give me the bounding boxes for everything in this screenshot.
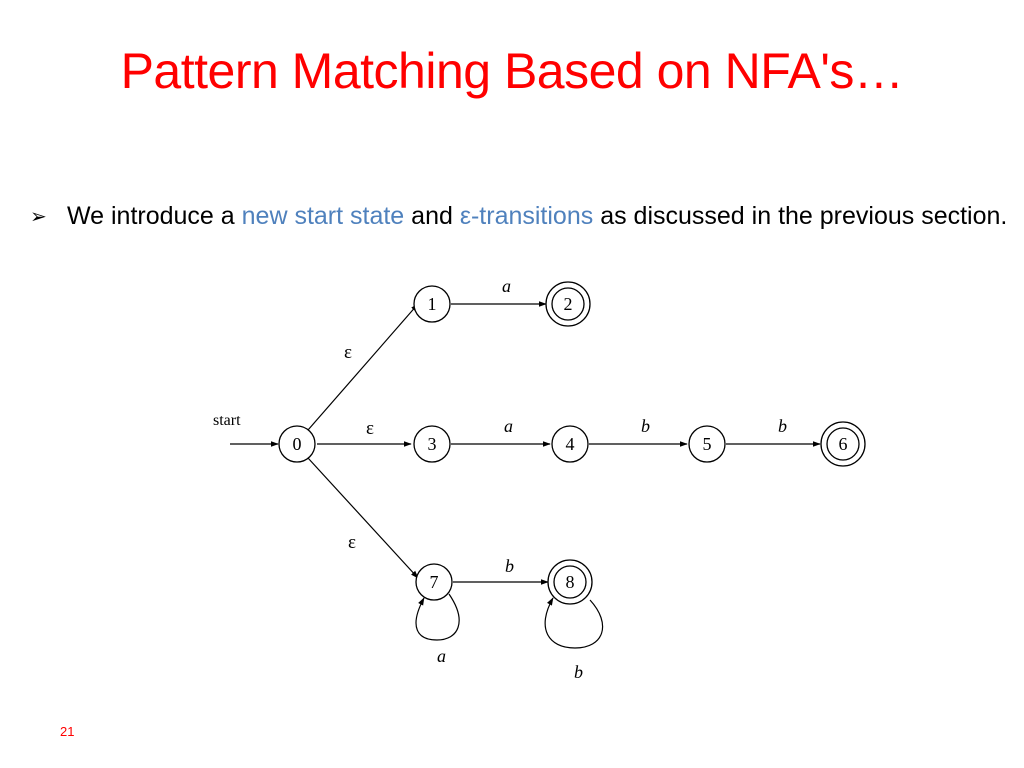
state-label-7: 7 bbox=[430, 572, 439, 592]
edge-0-1 bbox=[307, 303, 419, 431]
edge-label-0-3: ε bbox=[366, 418, 374, 439]
edge-label-7-7: a bbox=[437, 646, 446, 666]
edge-label-8-8: b bbox=[574, 662, 583, 682]
bullet-text: We introduce a new start state and ε-tra… bbox=[67, 196, 1010, 236]
bullet-text-end: as discussed in the previous section. bbox=[593, 202, 1008, 230]
highlight-epsilon-transitions: ε-transitions bbox=[459, 202, 594, 230]
state-6: 6 bbox=[820, 421, 866, 467]
edge-0-7 bbox=[307, 457, 419, 579]
state-3: 3 bbox=[413, 425, 451, 463]
state-4: 4 bbox=[551, 425, 589, 463]
bullet-item: ➢ We introduce a new start state and ε-t… bbox=[30, 196, 1010, 236]
arrow-bullet-icon: ➢ bbox=[30, 204, 47, 228]
state-label-4: 4 bbox=[566, 434, 575, 454]
state-label-6: 6 bbox=[839, 434, 848, 454]
edge-label-4-5: b bbox=[641, 416, 650, 436]
state-2: 2 bbox=[545, 281, 591, 327]
self-loop-7 bbox=[415, 593, 460, 641]
edge-label-3-4: a bbox=[504, 416, 513, 436]
state-label-2: 2 bbox=[564, 294, 573, 314]
edge-label-1-2: a bbox=[502, 276, 511, 296]
state-8: 8 bbox=[547, 559, 593, 605]
start-label: start bbox=[213, 412, 241, 429]
bullet-text-middle: and bbox=[404, 202, 460, 230]
state-label-5: 5 bbox=[703, 434, 712, 454]
state-7: 7 bbox=[415, 563, 453, 601]
edge-label-7-8: b bbox=[505, 556, 514, 576]
edge-label-0-7: ε bbox=[348, 532, 356, 553]
edge-label-0-1: ε bbox=[344, 342, 352, 363]
edge-label-5-6: b bbox=[778, 416, 787, 436]
state-label-8: 8 bbox=[566, 572, 575, 592]
state-1: 1 bbox=[413, 285, 451, 323]
bullet-text-start: We introduce a bbox=[67, 202, 242, 230]
highlight-new-start-state: new start state bbox=[241, 202, 405, 230]
state-label-3: 3 bbox=[428, 434, 437, 454]
self-loop-8 bbox=[544, 597, 604, 649]
state-5: 5 bbox=[688, 425, 726, 463]
state-label-1: 1 bbox=[428, 294, 437, 314]
state-0: 0 bbox=[278, 425, 316, 463]
slide-title: Pattern Matching Based on NFA's… bbox=[120, 43, 904, 99]
state-label-0: 0 bbox=[293, 434, 302, 454]
page-number: 21 bbox=[60, 724, 75, 739]
